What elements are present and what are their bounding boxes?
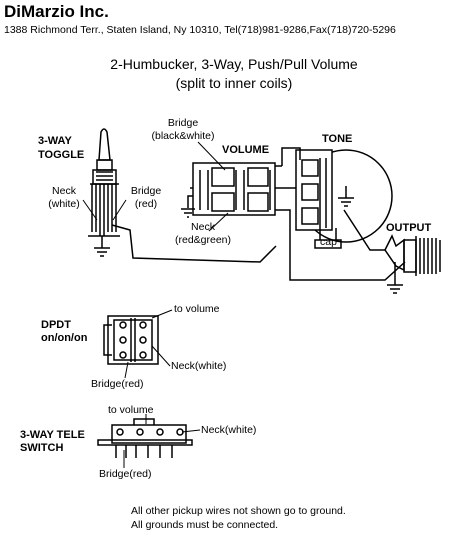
dpdt-to-volume-label: to volume [174,303,220,315]
company-name: DiMarzio Inc. [4,2,109,21]
toggle-label: 3-WAY [38,135,72,147]
output-label: OUTPUT [386,222,432,234]
footer-note-1: All other pickup wires not shown go to g… [131,505,346,517]
dpdt-label-2: on/on/on [41,332,88,344]
diagram-subtitle: (split to inner coils) [175,75,293,91]
tele-switch-label: 3-WAY TELE [20,429,85,441]
ground-icon [387,284,403,294]
dpdt-bridge-label: Bridge(red) [91,378,144,390]
tele-switch-label-2: SWITCH [20,442,64,454]
tone-label: TONE [322,133,353,145]
output-jack-icon [384,234,441,276]
dpdt-neck-label: Neck(white) [171,360,227,372]
dpdt-label: DPDT [41,319,71,331]
ground-icon [181,208,195,218]
toggle-neck-label: Neck [52,185,76,197]
ground-icon [94,247,110,257]
volume-bridge-color: (black&white) [151,130,215,142]
cap-label: cap [320,236,337,248]
toggle-neck-color: (white) [48,198,80,210]
toggle-bridge-color: (red) [134,198,158,210]
tele-neck-label: Neck(white) [201,424,257,436]
tele-to-volume-label: to volume [108,404,154,416]
volume-neck-color: (red&green) [174,234,232,246]
toggle-switch-icon [88,128,120,248]
capacitor-icon [314,228,342,249]
volume-neck-label: Neck [191,221,215,233]
tele-switch-icon [97,418,193,458]
volume-label: VOLUME [222,144,270,156]
footer-note-2: All grounds must be connected. [131,519,279,531]
tele-bridge-label: Bridge(red) [99,468,152,480]
volume-bridge-label: Bridge [167,117,199,129]
volume-pot-icon [190,162,282,216]
diagram-title: 2-Humbucker, 3-Way, Push/Pull Volume [110,56,358,72]
company-address: 1388 Richmond Terr., Staten Island, Ny 1… [4,24,396,36]
ground-icon [338,197,354,207]
dpdt-switch-icon [103,315,159,365]
toggle-label-2: TOGGLE [38,149,85,161]
toggle-bridge-label: Bridge [130,185,162,197]
